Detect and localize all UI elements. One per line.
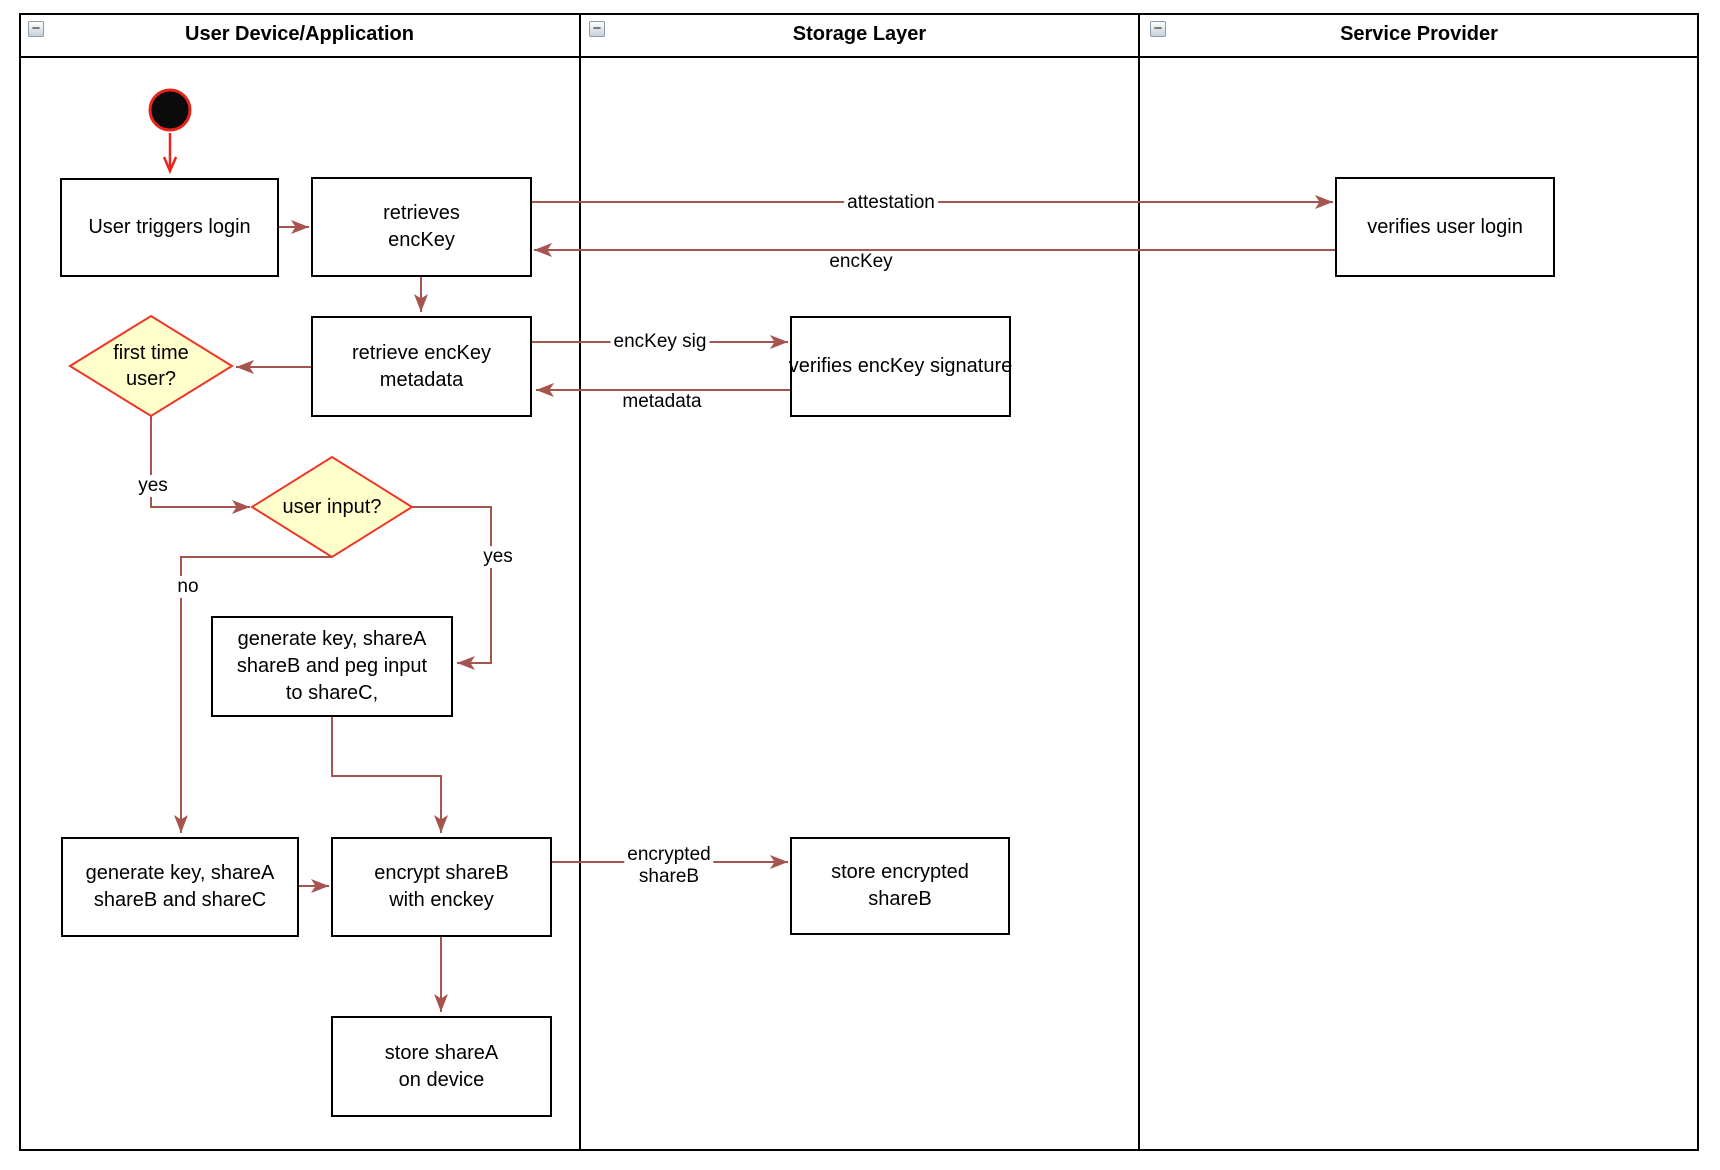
node-retrieves-enckey[interactable]: retrieves encKey xyxy=(311,177,532,277)
decision-user-input[interactable] xyxy=(250,455,414,559)
edge-label-encrypted-shareb: encrypted shareB xyxy=(624,844,714,888)
decision-label-user-input: user input? xyxy=(282,496,382,518)
collapse-lane-icon[interactable]: − xyxy=(1150,21,1166,37)
edge-label-attestation: attestation xyxy=(844,192,938,214)
edge-user-input-no[interactable] xyxy=(174,556,332,833)
node-encrypt-shareb[interactable]: encrypt shareB with enckey xyxy=(331,837,552,937)
swimlane-pool xyxy=(19,13,1699,1151)
node-store-encrypted-shareb[interactable]: store encrypted shareB xyxy=(790,837,1010,935)
start-node[interactable] xyxy=(148,88,192,132)
node-user-triggers-login[interactable]: User triggers login xyxy=(60,178,279,277)
lane-divider-2 xyxy=(1138,13,1140,1151)
edge-label-enckey-sig: encKey sig xyxy=(610,331,710,353)
lane-title-storage-layer: Storage Layer xyxy=(792,23,927,45)
edge-user-input-yes[interactable] xyxy=(412,506,492,670)
decision-first-time-user[interactable] xyxy=(68,314,234,418)
node-retrieve-enckey-metadata[interactable]: retrieve encKey metadata xyxy=(311,316,532,417)
edge-label-user-input-no: no xyxy=(174,576,202,598)
node-verifies-enckey-signature[interactable]: verifies encKey signature xyxy=(789,316,1012,417)
lane-title-service-provider: Service Provider xyxy=(1340,23,1498,45)
edge-first-time-yes[interactable] xyxy=(150,416,250,514)
node-generate-key-peg-input[interactable]: generate key, shareA shareB and peg inpu… xyxy=(211,616,453,717)
node-store-sharea-on-device[interactable]: store shareA on device xyxy=(331,1016,552,1117)
collapse-lane-icon[interactable]: − xyxy=(589,21,605,37)
edge-label-first-time-yes: yes xyxy=(135,475,171,497)
lane-divider-1 xyxy=(579,13,581,1151)
lane-title-user-device: User Device/Application xyxy=(185,23,414,45)
edge-peg-to-encrypt[interactable] xyxy=(331,717,448,833)
lane-header-separator xyxy=(19,56,1699,58)
edge-label-user-input-yes: yes xyxy=(480,546,516,568)
edge-label-enckey: encKey xyxy=(826,251,896,273)
node-verifies-user-login[interactable]: verifies user login xyxy=(1335,177,1555,277)
decision-label-first-time-user: first time user? xyxy=(113,342,189,390)
edge-label-metadata: metadata xyxy=(619,391,705,413)
collapse-lane-icon[interactable]: − xyxy=(28,21,44,37)
node-generate-key-shares[interactable]: generate key, shareA shareB and shareC xyxy=(61,837,299,937)
